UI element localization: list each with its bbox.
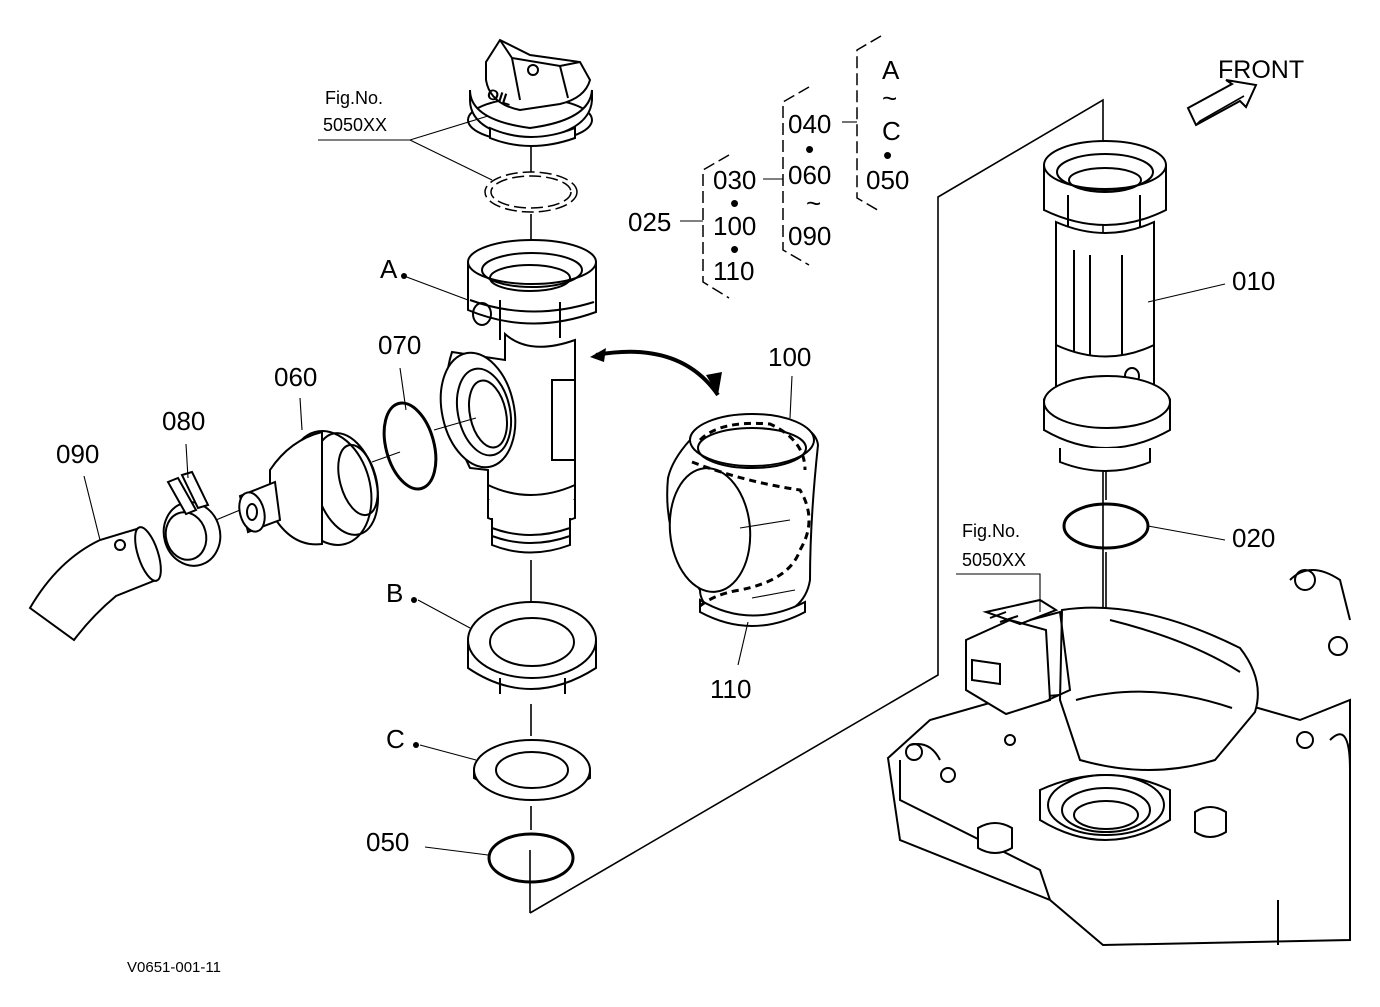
label-100: 100 bbox=[768, 342, 811, 372]
label-110-group: 110 bbox=[713, 256, 754, 286]
hose-clamp-080 bbox=[162, 470, 222, 567]
cap-gasket bbox=[484, 171, 578, 213]
label-b: B bbox=[386, 578, 403, 608]
group-tilde-2: ~ bbox=[882, 83, 897, 113]
label-080: 080 bbox=[162, 406, 205, 436]
hose-nipple-060 bbox=[238, 430, 379, 546]
label-100-group: 100 bbox=[713, 211, 756, 241]
t-fitting-body bbox=[439, 239, 597, 554]
oil-filler-pipe-010 bbox=[1043, 140, 1171, 472]
label-025: 025 bbox=[628, 207, 671, 237]
label-060: 060 bbox=[274, 362, 317, 392]
o-ring-070 bbox=[382, 401, 438, 491]
group-dot-4: • bbox=[883, 140, 892, 170]
ring-b bbox=[467, 601, 597, 694]
label-a: A bbox=[380, 254, 398, 284]
hose-090 bbox=[28, 526, 162, 642]
label-010: 010 bbox=[1232, 266, 1275, 296]
group-tilde-1: ~ bbox=[806, 188, 821, 218]
sensor-connector bbox=[965, 598, 1072, 716]
label-060-group: 060 bbox=[788, 160, 831, 190]
group-dot-2: • bbox=[730, 234, 739, 264]
fig-ref-right-line2: 5050XX bbox=[962, 550, 1026, 570]
label-040: 040 bbox=[788, 109, 831, 139]
washer-c bbox=[473, 739, 591, 801]
label-c-group: C bbox=[882, 116, 901, 146]
label-090-group: 090 bbox=[788, 221, 831, 251]
o-ring-050 bbox=[487, 832, 575, 884]
oil-filler-cap: OIL bbox=[467, 38, 593, 147]
o-ring-020 bbox=[1062, 502, 1150, 550]
label-110: 110 bbox=[710, 674, 751, 704]
group-dot-1: • bbox=[730, 188, 739, 218]
fig-ref-top-line1: Fig.No. bbox=[325, 88, 383, 108]
fig-ref-top-line2: 5050XX bbox=[323, 115, 387, 135]
group-dot-3: • bbox=[805, 134, 814, 164]
label-c: C bbox=[386, 724, 405, 754]
label-050: 050 bbox=[366, 827, 409, 857]
fig-ref-right-line1: Fig.No. bbox=[962, 521, 1020, 541]
label-050-group: 050 bbox=[866, 165, 909, 195]
label-a-group: A bbox=[882, 55, 900, 85]
label-070: 070 bbox=[378, 330, 421, 360]
engine-head-cover bbox=[886, 569, 1351, 947]
front-arrow-icon bbox=[1186, 79, 1258, 127]
cap-oil-text: OIL bbox=[485, 86, 514, 110]
rubber-sleeve bbox=[666, 413, 820, 627]
label-090: 090 bbox=[56, 439, 99, 469]
label-030: 030 bbox=[713, 165, 756, 195]
assembly-arrow bbox=[595, 349, 720, 397]
label-020: 020 bbox=[1232, 523, 1275, 553]
drawing-code: V0651-001-11 bbox=[127, 959, 221, 976]
front-label: FRONT bbox=[1218, 56, 1304, 84]
